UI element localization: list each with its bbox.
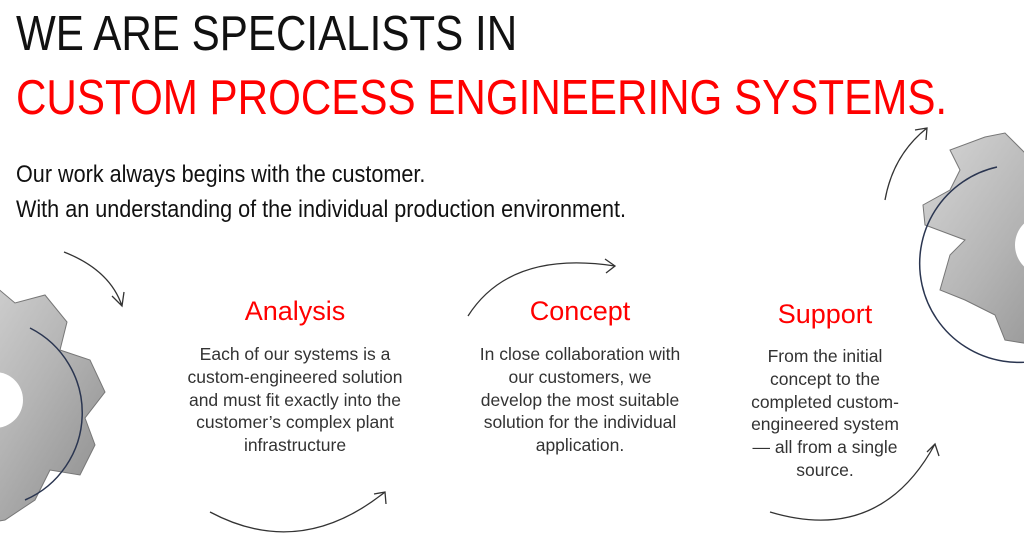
headline-line2: CUSTOM PROCESS ENGINEERING SYSTEMS. xyxy=(16,71,948,125)
gear-left-icon xyxy=(0,289,106,522)
step-title: Support xyxy=(777,299,873,329)
step-title: Analysis xyxy=(244,296,346,326)
headline-line1: WE ARE SPECIALISTS IN xyxy=(16,7,518,61)
gear-right-icon xyxy=(918,132,1024,364)
step-title: Concept xyxy=(529,296,631,326)
intro-line2: With an understanding of the individual … xyxy=(16,196,626,223)
step-text: From the initial concept to the complete… xyxy=(751,346,899,480)
step-text: Each of our systems is a custom-engineer… xyxy=(187,344,403,456)
step-support: Support From the initial concept to the … xyxy=(705,301,945,482)
step-text: In close collaboration with our customer… xyxy=(479,344,681,456)
step-analysis: Analysis Each of our systems is a custom… xyxy=(175,298,415,457)
step-concept: Concept In close collaboration with our … xyxy=(460,298,700,457)
arrow-icons xyxy=(63,127,940,533)
intro-line1: Our work always begins with the customer… xyxy=(16,161,426,188)
